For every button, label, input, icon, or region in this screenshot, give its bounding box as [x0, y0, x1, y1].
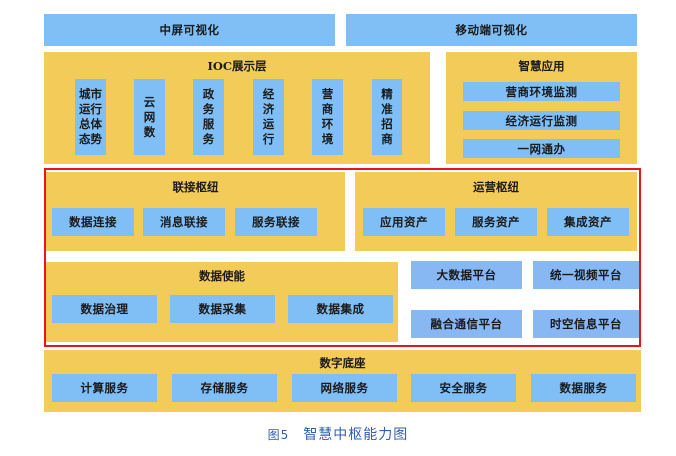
ops-item-service-assets: 服务资产 [455, 208, 537, 236]
base-item-security: 安全服务 [411, 374, 516, 402]
ioc-item-cloud-net-data: 云网数 [134, 79, 165, 155]
base-item-label: 存储服务 [200, 381, 249, 395]
base-item-label: 数据服务 [559, 381, 608, 395]
base-item-label: 网络服务 [320, 381, 369, 395]
ioc-item-business-env: 营商环境 [312, 79, 343, 155]
digital-base-title: 数字底座 [319, 356, 366, 370]
smart-app-item-economy-monitor: 经济运行监测 [463, 111, 620, 130]
data-enable-item-governance: 数据治理 [52, 295, 157, 323]
base-item-compute: 计算服务 [52, 374, 157, 402]
connect-item-label: 数据连接 [69, 215, 117, 229]
ioc-layer-panel: IOC展示层 [44, 52, 430, 164]
connect-item-label: 服务联接 [252, 215, 300, 229]
connect-item-message: 消息联接 [143, 208, 225, 236]
ioc-layer-title: IOC展示层 [207, 59, 267, 73]
ioc-item-label: 精准招商 [381, 87, 393, 146]
ioc-item-label: 政务服务 [202, 87, 215, 146]
platform-big-data: 大数据平台 [411, 261, 522, 289]
mid-screen-visualization-label: 中屏可视化 [159, 23, 220, 37]
smart-app-item-label: 一网通办 [517, 141, 566, 156]
ioc-item-label: 经济运行 [262, 87, 275, 146]
figure-caption: 图5 智慧中枢能力图 [0, 424, 676, 444]
data-enable-item-label: 数据集成 [316, 302, 365, 316]
platform-label: 融合通信平台 [430, 317, 503, 331]
connect-item-label: 消息联接 [160, 215, 208, 229]
ioc-item-city-overview: 城市运行总体态势 [75, 79, 106, 155]
platform-unified-video: 统一视频平台 [533, 261, 639, 289]
ioc-item-label: 营商环境 [321, 87, 334, 146]
connect-item-service: 服务联接 [235, 208, 317, 236]
data-enable-item-label: 数据治理 [80, 302, 129, 316]
connect-item-data: 数据连接 [52, 208, 134, 236]
data-enable-item-collection: 数据采集 [170, 295, 275, 323]
ops-item-integration-assets: 集成资产 [547, 208, 629, 236]
ops-item-label: 服务资产 [472, 215, 520, 229]
platform-converged-comm: 融合通信平台 [411, 310, 522, 338]
base-item-data: 数据服务 [531, 374, 636, 402]
smart-app-title: 智慧应用 [518, 59, 565, 73]
platform-spatiotemporal: 时空信息平台 [533, 310, 639, 338]
smart-app-item-label: 营商环境监测 [505, 84, 578, 99]
ioc-item-label: 城市运行总体态势 [79, 87, 102, 146]
mid-screen-visualization-box: 中屏可视化 [44, 14, 335, 46]
smart-app-item-business-monitor: 营商环境监测 [463, 82, 620, 101]
connect-hub-title: 联接枢纽 [172, 180, 219, 194]
figure-number: 图5 [267, 428, 290, 442]
ops-item-label: 集成资产 [564, 215, 612, 229]
figure-title: 智慧中枢能力图 [303, 427, 409, 443]
smart-app-item-one-network: 一网通办 [463, 139, 620, 158]
base-item-label: 计算服务 [80, 381, 129, 395]
ioc-item-label: 云网数 [143, 94, 156, 139]
ioc-item-economy: 经济运行 [253, 79, 284, 155]
hub-highlight-frame [44, 168, 641, 347]
smart-app-item-label: 经济运行监测 [505, 113, 578, 128]
mobile-visualization-label: 移动端可视化 [455, 23, 528, 37]
mobile-visualization-box: 移动端可视化 [346, 14, 637, 46]
data-enable-title: 数据使能 [199, 269, 245, 283]
platform-label: 时空信息平台 [550, 317, 622, 331]
data-enable-item-label: 数据采集 [198, 302, 247, 316]
base-item-network: 网络服务 [292, 374, 397, 402]
data-enable-item-integration: 数据集成 [288, 295, 393, 323]
platform-label: 大数据平台 [436, 268, 497, 282]
ioc-item-investment: 精准招商 [372, 79, 402, 155]
ioc-item-gov-service: 政务服务 [193, 79, 224, 155]
base-item-storage: 存储服务 [172, 374, 277, 402]
ops-item-app-assets: 应用资产 [363, 208, 445, 236]
ops-hub-title: 运营枢纽 [473, 180, 519, 194]
base-item-label: 安全服务 [439, 381, 488, 395]
platform-label: 统一视频平台 [550, 268, 622, 282]
ops-item-label: 应用资产 [380, 215, 428, 229]
